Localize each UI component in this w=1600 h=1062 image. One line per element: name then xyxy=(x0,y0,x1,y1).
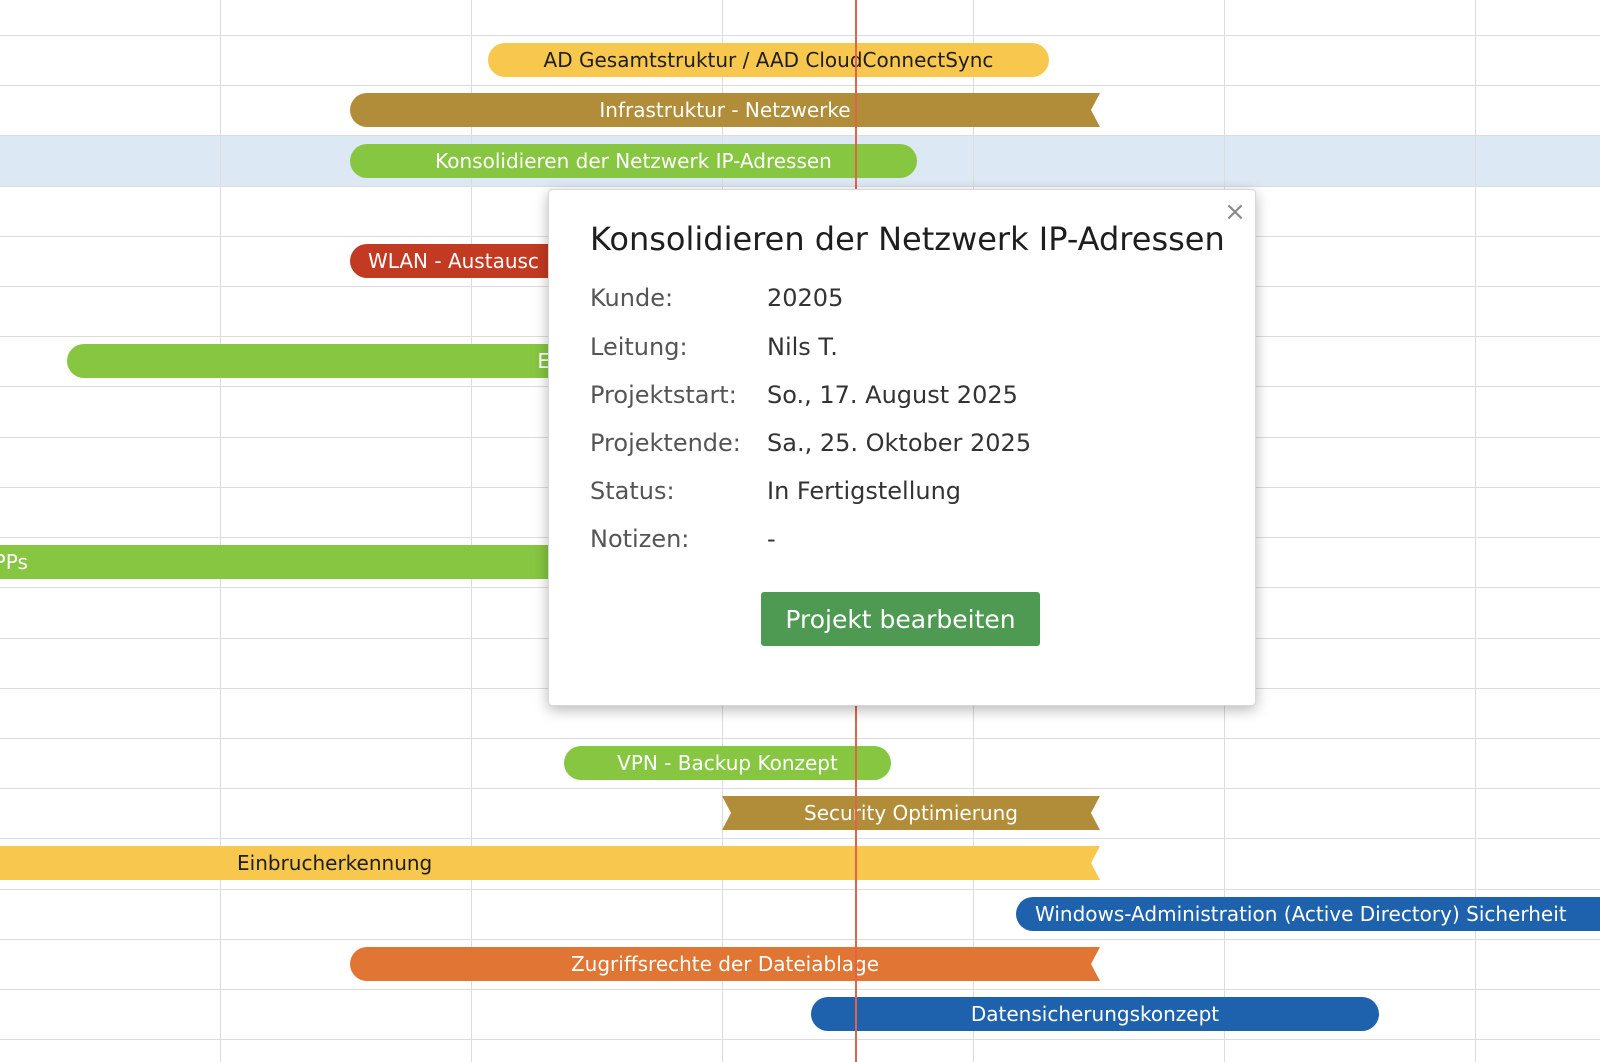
field-value: In Fertigstellung xyxy=(767,477,962,505)
project-bar-konsolidieren-ip[interactable]: Konsolidieren der Netzwerk IP-Adressen xyxy=(350,144,917,178)
grid-row-line xyxy=(0,186,1600,187)
project-bar-datensicherungskonzept[interactable]: Datensicherungskonzept xyxy=(811,997,1379,1031)
grid-row-line xyxy=(0,939,1600,940)
project-bar-label: Einbrucherkennung xyxy=(237,851,433,875)
grid-column-line xyxy=(471,0,472,1062)
project-bar-windows-administration[interactable]: Windows-Administration (Active Directory… xyxy=(1016,897,1600,931)
field-label: Kunde: xyxy=(590,284,674,312)
project-bar-partial[interactable]: E xyxy=(67,344,550,378)
field-value: So., 17. August 2025 xyxy=(767,381,1018,409)
grid-column-line xyxy=(220,0,221,1062)
field-label: Projektstart: xyxy=(590,381,737,409)
field-value: Nils T. xyxy=(767,333,838,361)
grid-row-line xyxy=(0,989,1600,990)
field-value: - xyxy=(767,525,776,553)
project-bar-vpn-backup[interactable]: VPN - Backup Konzept xyxy=(564,746,891,780)
project-bar-infrastruktur-netzwerke[interactable]: Infrastruktur - Netzwerke xyxy=(350,93,1100,127)
project-bar-ad-gesamtstruktur[interactable]: AD Gesamtstruktur / AAD CloudConnectSync xyxy=(488,43,1049,77)
field-label: Projektende: xyxy=(590,429,741,457)
project-bar-security-optimierung[interactable]: Security Optimierung xyxy=(722,796,1100,830)
grid-row-line xyxy=(0,838,1600,839)
grid-column-line xyxy=(1475,0,1476,1062)
grid-row-line xyxy=(0,85,1600,86)
project-detail-popup: × Konsolidieren der Netzwerk IP-Adressen… xyxy=(548,189,1256,706)
field-label: Leitung: xyxy=(590,333,688,361)
project-bar-wlan-austausch[interactable]: WLAN - Austausc xyxy=(350,244,550,278)
edit-project-button[interactable]: Projekt bearbeiten xyxy=(761,592,1040,646)
grid-row-line xyxy=(0,889,1600,890)
field-label: Notizen: xyxy=(590,525,690,553)
field-label: Status: xyxy=(590,477,675,505)
grid-row-line xyxy=(0,788,1600,789)
popup-title: Konsolidieren der Netzwerk IP-Adressen xyxy=(590,220,1225,258)
project-bar-zugriffsrechte[interactable]: Zugriffsrechte der Dateiablage xyxy=(350,947,1100,981)
close-icon[interactable]: × xyxy=(1224,197,1246,227)
grid-row-line xyxy=(0,1039,1600,1040)
project-bar-einbrucherkennung[interactable]: Einbrucherkennung xyxy=(0,846,1100,880)
project-bar-apps[interactable]: APPs xyxy=(0,545,550,579)
grid-row-line xyxy=(0,135,1600,136)
grid-row-line xyxy=(0,738,1600,739)
field-value: Sa., 25. Oktober 2025 xyxy=(767,429,1032,457)
grid-row-line xyxy=(0,35,1600,36)
field-value: 20205 xyxy=(767,284,844,312)
